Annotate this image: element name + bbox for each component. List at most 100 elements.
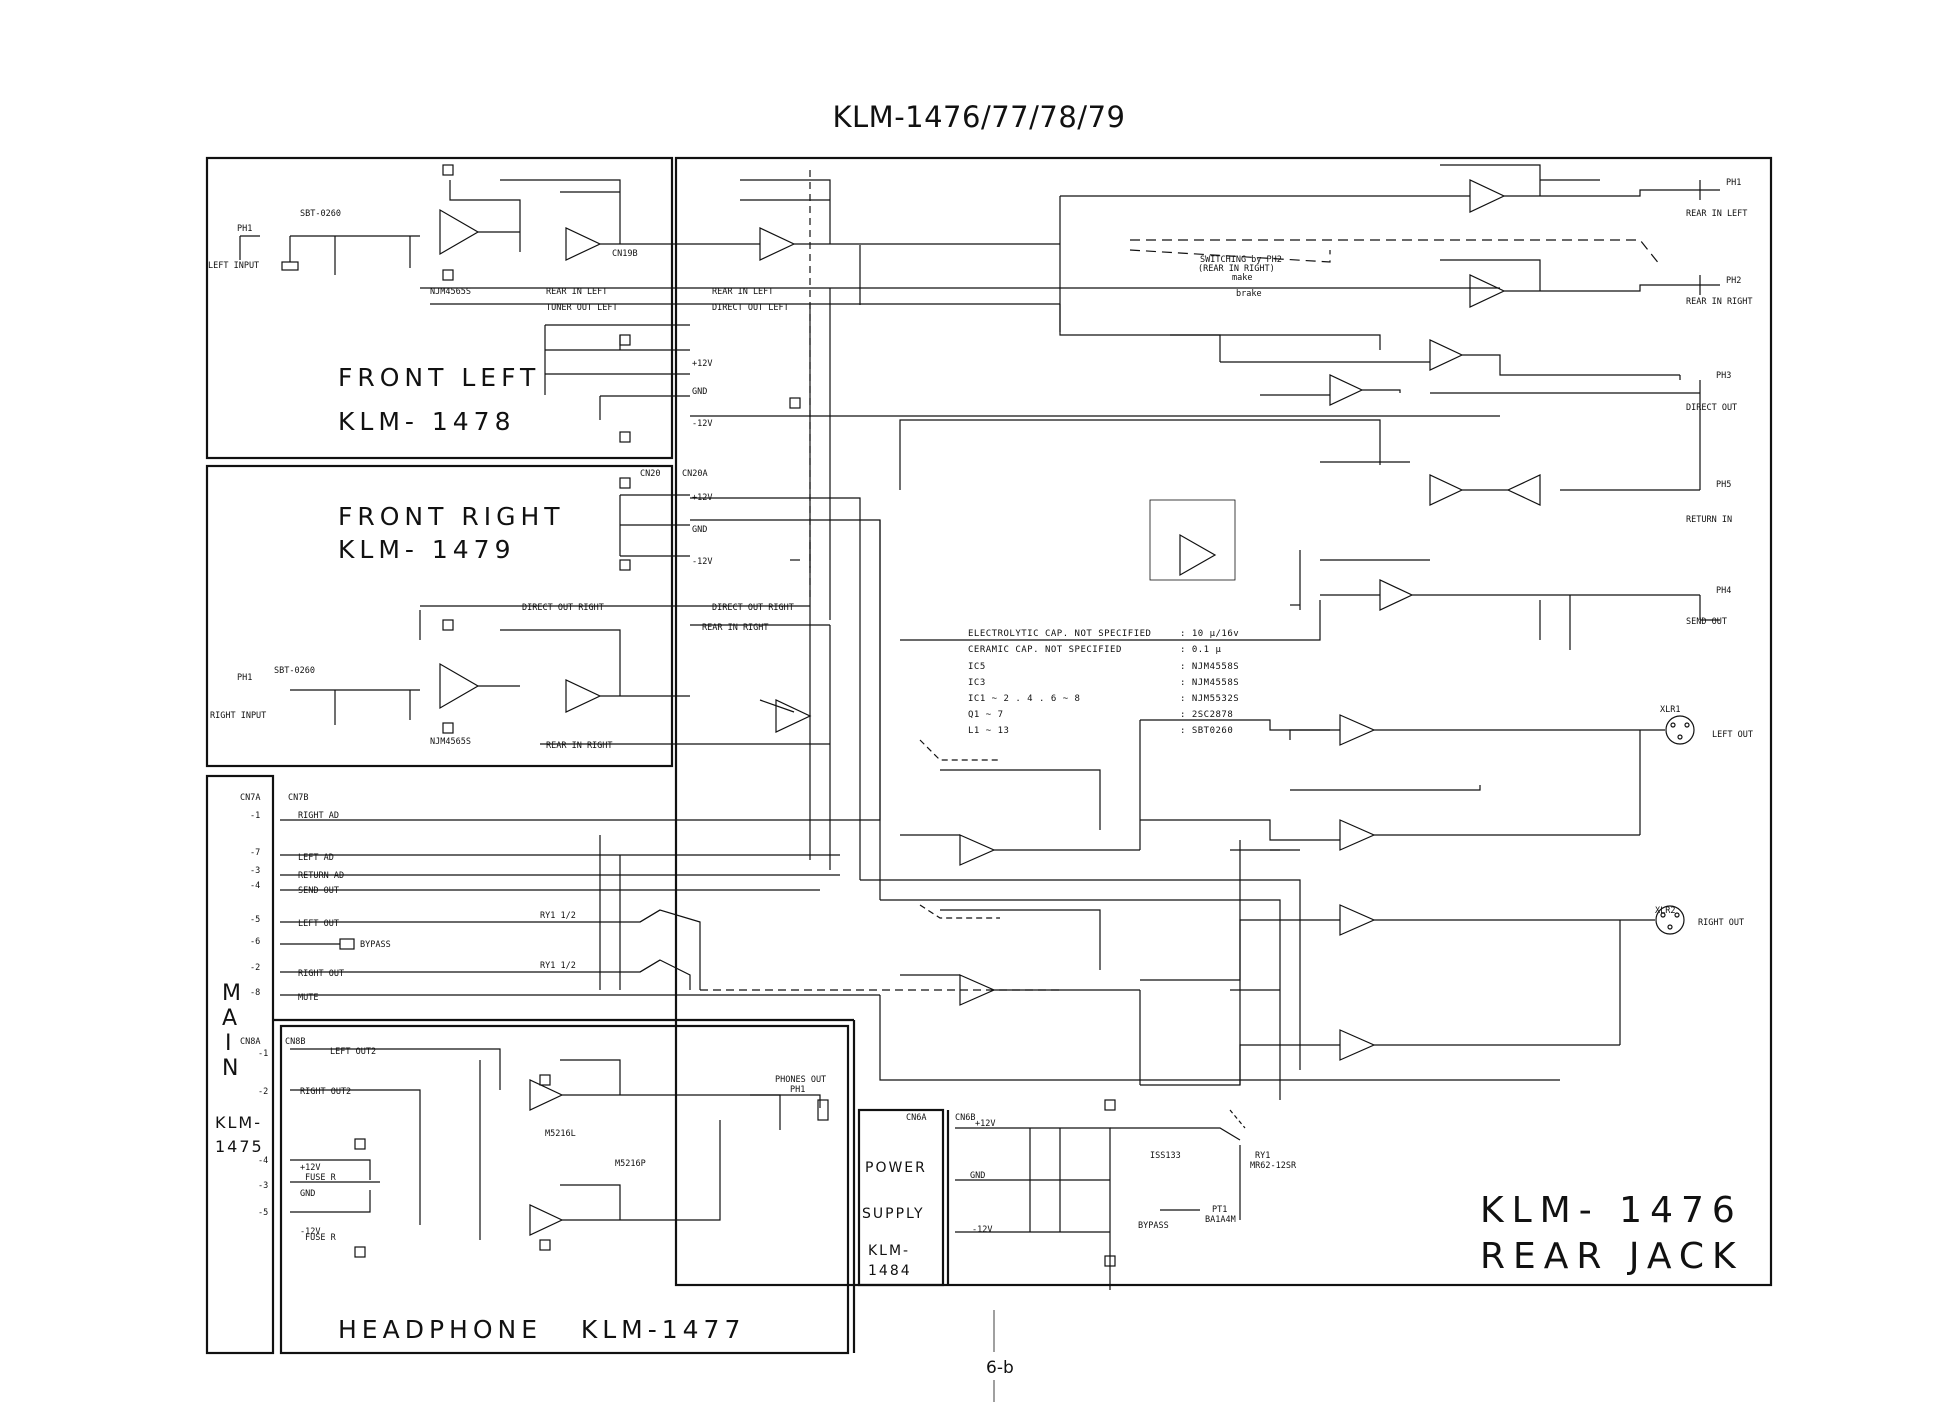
main-pin8-num: -8	[250, 988, 260, 998]
sig-direct-out-right-fr: DIRECT OUT RIGHT	[522, 603, 604, 613]
note-6-value: : 2SC2878	[1180, 710, 1233, 720]
part-m5216p: M5216P	[615, 1159, 646, 1169]
part-sbt-fl: SBT-0260	[300, 209, 341, 219]
part-bypass: BYPASS	[1138, 1221, 1169, 1231]
front-right-title: FRONT RIGHT	[338, 502, 565, 531]
sig-direct-out-right-m: DIRECT OUT RIGHT	[712, 603, 794, 613]
note-1-label: ELECTROLYTIC CAP. NOT SPECIFIED	[968, 629, 1151, 639]
sig-m12v-fl: -12V	[692, 419, 712, 429]
main-pin5-num: -5	[250, 915, 260, 925]
jack-phones-ref: PH1	[790, 1085, 805, 1095]
frame-rear-jack	[674, 156, 1773, 1287]
power-line2: SUPPLY	[862, 1206, 925, 1222]
conn-cn6b: CN6B	[955, 1113, 975, 1123]
part-m5216l: M5216L	[545, 1129, 576, 1139]
jack-phones-label: PHONES OUT	[775, 1075, 826, 1085]
power-line4: 1484	[868, 1263, 912, 1279]
part-fuse-b: FUSE R	[305, 1233, 337, 1243]
front-left-circuit	[239, 164, 801, 443]
part-ry1-half-b: RY1 1/2	[540, 961, 576, 971]
jack-xlr1-label: LEFT OUT	[1712, 730, 1753, 740]
sig-rear-in-left-fl: REAR IN LEFT	[546, 287, 607, 297]
pw-p12v: +12V	[975, 1119, 995, 1129]
part-pt1: PT1	[1212, 1205, 1227, 1215]
conn-cn19b: CN19B	[612, 249, 638, 259]
main-pin3-num: -3	[250, 866, 260, 876]
headphone-circuit	[290, 1048, 829, 1258]
rear-output-circuit	[860, 714, 1695, 1100]
note-2-value: : 0.1 µ	[1180, 645, 1222, 655]
notes-table: ELECTROLYTIC CAP. NOT SPECIFIED : 10 µ/1…	[968, 629, 1239, 736]
main-pin5-label: LEFT OUT	[298, 919, 339, 929]
hp-pin3-num: -4	[258, 1156, 268, 1166]
hp-pin4-num: -3	[258, 1181, 268, 1191]
front-left-title: FRONT LEFT	[338, 363, 540, 392]
sig-gnd-fl: GND	[692, 387, 707, 397]
jack-ph1-ref: PH1	[1726, 178, 1741, 188]
sig-direct-out-left: DIRECT OUT LEFT	[712, 303, 789, 313]
main-letter-n: N	[222, 1056, 240, 1081]
sig-tuner-out-left: TUNER OUT LEFT	[546, 303, 618, 313]
note-4-value: : NJM4558S	[1180, 678, 1239, 688]
page-title: KLM-1476/77/78/79	[832, 100, 1126, 134]
jack-ph2-label: REAR IN RIGHT	[1686, 297, 1753, 307]
sig-make: make	[1232, 273, 1252, 283]
page-number: 6-b	[986, 1358, 1014, 1378]
sig-switching: SWITCHING by PH2	[1200, 255, 1282, 265]
hp-pin3-label: +12V	[300, 1163, 320, 1173]
main-circuit	[280, 520, 1560, 1081]
sig-switching2: (REAR IN RIGHT)	[1198, 264, 1275, 274]
main-pin4-num: -4	[250, 881, 260, 891]
conn-cn7b: CN7B	[288, 793, 308, 803]
hp-pin5-label: -12V	[300, 1227, 320, 1237]
note-6-label: Q1 ~ 7	[968, 710, 1004, 720]
frame-power	[857, 1108, 945, 1287]
sig-gnd-fr: GND	[692, 525, 707, 535]
note-5-label: IC1 ~ 2 . 4 . 6 ~ 8	[968, 694, 1080, 704]
front-left-model: KLM- 1478	[338, 407, 515, 436]
note-3-label: IC5	[968, 662, 986, 672]
hp-pin2-label: RIGHT OUT2	[300, 1087, 351, 1097]
part-sbt-fr: SBT-0260	[274, 666, 315, 676]
note-4-label: IC3	[968, 678, 986, 688]
jack-left-input-ref: PH1	[237, 224, 252, 234]
jack-xlr2-ref: XLR2	[1655, 906, 1675, 916]
front-right-model: KLM- 1479	[338, 535, 515, 564]
main-pin7-num: -2	[250, 963, 260, 973]
sig-rear-in-right-m: REAR IN RIGHT	[702, 623, 769, 633]
conn-cn7a: CN7A	[240, 793, 260, 803]
pw-m12v: -12V	[972, 1225, 992, 1235]
main-pin1-label: RIGHT AD	[298, 811, 339, 821]
main-pin3-label: RETURN AD	[298, 871, 344, 881]
conn-cn20a: CN20A	[682, 469, 708, 479]
main-pin2-label: LEFT AD	[298, 853, 334, 863]
jack-xlr2-label: RIGHT OUT	[1698, 918, 1744, 928]
jack-left-input-label: LEFT INPUT	[208, 261, 259, 271]
note-5-value: : NJM5532S	[1180, 694, 1239, 704]
jack-ph2-ref: PH2	[1726, 276, 1741, 286]
conn-cn20: CN20	[640, 469, 660, 479]
sig-brake: brake	[1236, 289, 1262, 299]
headphone-title: HEADPHONE KLM-1477	[338, 1315, 745, 1344]
conn-cn8b: CN8B	[285, 1037, 305, 1047]
main-letter-a: A	[222, 1006, 239, 1031]
note-7-label: L1 ~ 13	[968, 726, 1009, 736]
frame-headphone	[279, 1024, 850, 1355]
klm1475-line1: KLM-	[215, 1113, 262, 1132]
hp-pin1-num: -1	[258, 1049, 268, 1059]
hp-pin2-num: -2	[258, 1087, 268, 1097]
sig-p12v-fl: +12V	[692, 359, 712, 369]
part-fuse-a: FUSE R	[305, 1173, 337, 1183]
part-iss133: ISS133	[1150, 1151, 1181, 1161]
jack-ph1-label: REAR IN LEFT	[1686, 209, 1747, 219]
jack-right-input-ref: PH1	[237, 673, 252, 683]
main-letter-i: I	[225, 1031, 234, 1056]
hp-pin5-num: -5	[258, 1208, 268, 1218]
main-pin6-label: BYPASS	[360, 940, 391, 950]
sig-rear-in-right-fr: REAR IN RIGHT	[546, 741, 613, 751]
klm1475-line2: 1475	[215, 1137, 264, 1156]
rear-title: REAR JACK	[1480, 1236, 1744, 1277]
jack-ph3-label: DIRECT OUT	[1686, 403, 1737, 413]
part-njm-fr: NJM4565S	[430, 737, 471, 747]
